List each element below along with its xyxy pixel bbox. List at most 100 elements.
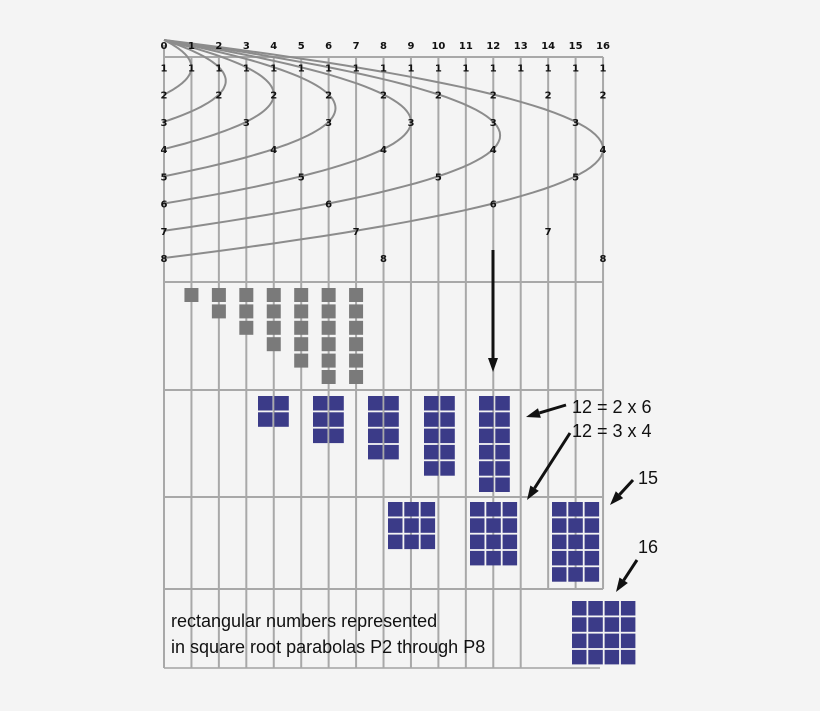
grey-square <box>349 353 364 368</box>
blue-square <box>495 412 510 427</box>
annotation-16: 16 <box>638 537 658 557</box>
row-label: 3 <box>490 118 497 129</box>
blue-rectangle-10 <box>424 396 455 476</box>
blue-square <box>440 396 455 411</box>
blue-rectangle-12 <box>470 502 518 566</box>
blue-square <box>604 601 620 616</box>
arrows <box>488 250 639 592</box>
arrow-head-icon <box>616 577 628 592</box>
blue-square <box>420 502 436 517</box>
blue-square <box>404 502 419 517</box>
row-label: 1 <box>517 63 524 74</box>
grey-square <box>266 320 281 335</box>
grey-square <box>294 337 309 352</box>
grey-square <box>349 370 364 384</box>
blue-square <box>588 649 603 665</box>
blue-square <box>572 633 587 649</box>
row-label: 6 <box>325 200 332 211</box>
blue-square <box>588 601 603 616</box>
row-label: 2 <box>545 91 552 102</box>
blue-square <box>329 396 344 411</box>
blue-square <box>552 550 567 566</box>
grey-square <box>211 304 226 319</box>
blue-square <box>258 396 273 411</box>
row-label: 8 <box>161 254 168 265</box>
grey-square <box>184 288 199 302</box>
blue-square <box>274 396 289 411</box>
row-label: 1 <box>407 63 414 74</box>
blue-square <box>470 502 485 517</box>
column-label: 0 <box>161 41 168 52</box>
column-label: 10 <box>431 41 445 52</box>
blue-rectangle-4 <box>258 396 289 427</box>
row-label: 4 <box>600 145 607 156</box>
row-label: 6 <box>161 200 168 211</box>
row-label: 1 <box>298 63 305 74</box>
blue-square <box>588 633 603 649</box>
blue-square <box>479 428 494 444</box>
blue-square <box>470 534 485 550</box>
row-label: 1 <box>353 63 360 74</box>
annotation-15: 15 <box>638 468 658 488</box>
blue-square <box>384 396 399 411</box>
grey-square <box>239 304 254 319</box>
blue-square <box>584 502 600 517</box>
row-label: 4 <box>380 145 387 156</box>
column-label: 3 <box>243 41 250 52</box>
grey-square <box>321 353 336 368</box>
blue-square <box>440 461 455 476</box>
row-label: 4 <box>161 145 168 156</box>
column-label: 8 <box>380 41 387 52</box>
blue-square <box>502 502 518 517</box>
blue-square <box>420 534 436 550</box>
row-label: 1 <box>462 63 469 74</box>
row-label: 3 <box>572 118 579 129</box>
row-label: 7 <box>161 227 168 238</box>
blue-rectangle-6 <box>313 396 344 444</box>
blue-square <box>552 534 567 550</box>
blue-square <box>495 396 510 411</box>
blue-square <box>440 428 455 444</box>
row-label: 7 <box>353 227 360 238</box>
grey-square <box>321 320 336 335</box>
grey-square <box>349 288 364 302</box>
blue-square <box>486 550 501 566</box>
arrow-shaft <box>538 403 567 415</box>
row-label: 3 <box>407 118 414 129</box>
blue-square <box>495 428 510 444</box>
blue-square <box>552 567 567 582</box>
arrow-to-3x4 <box>527 432 572 500</box>
blue-square <box>313 412 328 427</box>
blue-square <box>495 444 510 460</box>
row-label: 2 <box>490 91 497 102</box>
blue-square <box>384 428 399 444</box>
blue-square <box>424 412 439 427</box>
column-label: 4 <box>270 41 277 52</box>
column-label: 15 <box>569 41 583 52</box>
parabola-P8 <box>163 39 605 259</box>
blue-square <box>572 649 587 665</box>
grey-square <box>321 337 336 352</box>
blue-square <box>313 428 328 444</box>
blue-square <box>495 477 510 492</box>
blue-square <box>486 534 501 550</box>
row-label: 2 <box>435 91 442 102</box>
arrow-shaft <box>533 432 572 490</box>
row-label: 1 <box>380 63 387 74</box>
row-label: 1 <box>188 63 195 74</box>
row-label: 2 <box>270 91 277 102</box>
blue-square <box>620 633 636 649</box>
blue-square <box>368 428 383 444</box>
row-label: 2 <box>600 91 607 102</box>
blue-square <box>604 617 620 632</box>
grey-square <box>211 288 226 302</box>
column-label: 1 <box>188 41 195 52</box>
blue-square <box>274 412 289 427</box>
blue-square <box>384 412 399 427</box>
column-label: 13 <box>514 41 528 52</box>
blue-square <box>388 534 403 550</box>
blue-square <box>584 518 600 533</box>
blue-square <box>258 412 273 427</box>
grey-square <box>321 288 336 302</box>
